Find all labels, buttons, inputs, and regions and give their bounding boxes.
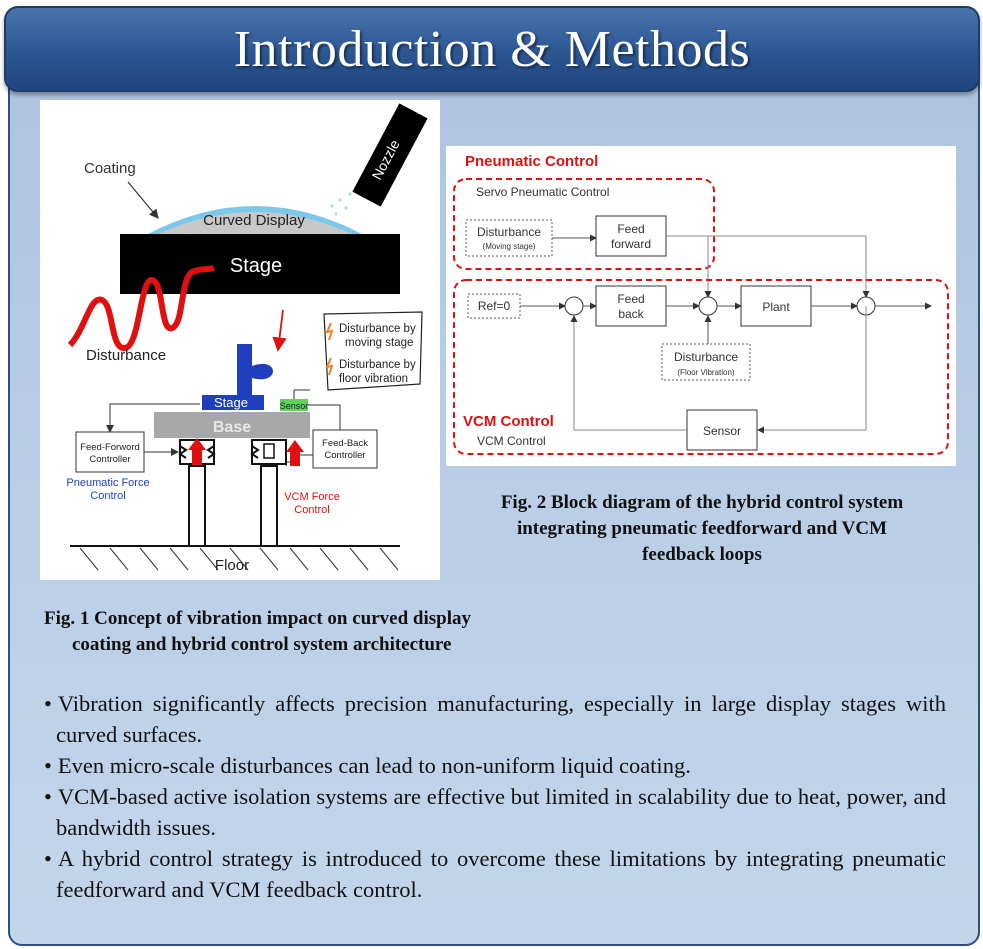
vcm-control-label: VCM Control xyxy=(477,434,546,448)
plant-label: Plant xyxy=(762,300,790,314)
feedback-path-line xyxy=(757,306,867,434)
figure1-caption-line1: Fig. 1 Concept of vibration impact on cu… xyxy=(44,608,471,629)
pneumatic-actuator-icon xyxy=(178,438,216,466)
bullet-item: Vibration significantly affects precisio… xyxy=(44,688,946,750)
stage-block xyxy=(120,234,400,294)
vcm-actuator-icon xyxy=(250,439,304,466)
base-block xyxy=(154,412,310,438)
note-moving-line1: Disturbance by xyxy=(339,323,416,335)
lightning-icon xyxy=(325,322,334,341)
figure2-caption-line1: Fig. 2 Block diagram of the hybrid contr… xyxy=(500,492,904,513)
dist-floor-box xyxy=(661,343,751,381)
servo-pneumatic-label: Servo Pneumatic Control xyxy=(476,185,609,199)
pneumatic-control-title: Pneumatic Control xyxy=(465,153,598,170)
bullet-list: Vibration significantly affects precisio… xyxy=(44,688,946,905)
ref-label: Ref=0 xyxy=(478,299,511,313)
figure-2: Pneumatic Control Servo Pneumatic Contro… xyxy=(446,146,956,466)
sensor-box-label: Sensor xyxy=(703,424,741,438)
base-label: Base xyxy=(213,419,251,436)
feedforward-line1: Feed xyxy=(617,222,644,236)
feedback-box xyxy=(595,285,667,327)
disturbance-note-box xyxy=(323,311,423,391)
ff-controller-line1: Feed-Forword xyxy=(80,442,140,453)
bullet-item: Even micro-scale disturbances can lead t… xyxy=(44,750,946,781)
vcm-force-line1: VCM Force xyxy=(284,491,340,503)
dist-floor-line2: (Floor Vibration) xyxy=(677,368,735,377)
page-title: Introduction & Methods xyxy=(233,20,751,78)
sensor-block xyxy=(280,399,308,411)
leg-left xyxy=(188,465,206,547)
coating-pointer xyxy=(127,181,159,219)
bullet-item: VCM-based active isolation systems are e… xyxy=(44,781,946,843)
feedback-line2: back xyxy=(618,307,644,321)
sum-junction-1 xyxy=(564,296,584,316)
plant-box xyxy=(740,285,812,327)
lightning-icon-2 xyxy=(325,357,334,376)
stage-small-shape xyxy=(202,344,273,410)
dist-moving-line2: (Moving stage) xyxy=(483,242,536,251)
fb-controller-line2: Controller xyxy=(324,450,365,461)
figure-1: Nozzle Curved Display Coating Stage Dist… xyxy=(40,100,440,580)
feedforward-box xyxy=(595,215,667,257)
curved-display-label: Curved Display xyxy=(203,212,305,229)
figure2-caption-line3: feedback loops xyxy=(642,544,762,565)
dist-floor-line1: Disturbance xyxy=(674,350,738,364)
stage-to-ff-line xyxy=(106,403,200,433)
sum-junction-2 xyxy=(698,296,718,316)
feedback-line1: Feed xyxy=(617,292,644,306)
floor-label: Floor xyxy=(215,557,249,574)
vcm-control-title: VCM Control xyxy=(463,413,554,430)
sensor-label: Sensor xyxy=(280,401,309,411)
ff-controller-line2: Controller xyxy=(89,454,130,465)
dist-moving-line1: Disturbance xyxy=(477,225,541,239)
disturbance-wave-icon xyxy=(67,265,215,351)
coating-label: Coating xyxy=(84,160,136,177)
feedforward-line2: forward xyxy=(611,237,651,251)
spray-icon xyxy=(330,192,352,216)
disturbance-arrow-icon xyxy=(272,309,287,352)
leg-right xyxy=(260,465,278,547)
fb-controller-box xyxy=(312,429,378,469)
disturbance-label: Disturbance xyxy=(86,347,166,364)
floor-hatch xyxy=(79,547,399,571)
vcm-force-line2: Control xyxy=(294,504,329,516)
bullet-item: A hybrid control strategy is introduced … xyxy=(44,843,946,905)
sensor-box xyxy=(686,409,758,451)
note-floor-line1: Disturbance by xyxy=(339,359,416,371)
dist-moving-box xyxy=(465,219,553,257)
stage-top-label: Stage xyxy=(230,255,282,277)
stage-small-label: Stage xyxy=(214,395,248,410)
note-floor-line2: floor vibration xyxy=(339,373,408,385)
ff-to-sum3-line xyxy=(708,235,870,298)
header-banner: Introduction & Methods xyxy=(4,6,980,92)
figure1-caption-line2: coating and hybrid control system archit… xyxy=(72,634,452,655)
fb-controller-line1: Feed-Back xyxy=(322,438,368,449)
note-moving-line2: moving stage xyxy=(345,337,413,349)
figure1-caption: Fig. 1 Concept of vibration impact on cu… xyxy=(44,606,544,658)
vcm-region xyxy=(453,279,949,455)
ff-controller-box xyxy=(75,431,145,473)
nozzle-shape xyxy=(352,103,428,207)
figure2-caption: Fig. 2 Block diagram of the hybrid contr… xyxy=(452,490,952,568)
pneumatic-force-line1: Pneumatic Force xyxy=(66,477,149,489)
curved-display-shape xyxy=(158,212,352,234)
figure2-caption-line2: integrating pneumatic feedforward and VC… xyxy=(516,518,888,539)
pneumatic-force-line2: Control xyxy=(90,490,125,502)
sensor-to-sum1-line xyxy=(570,315,687,431)
